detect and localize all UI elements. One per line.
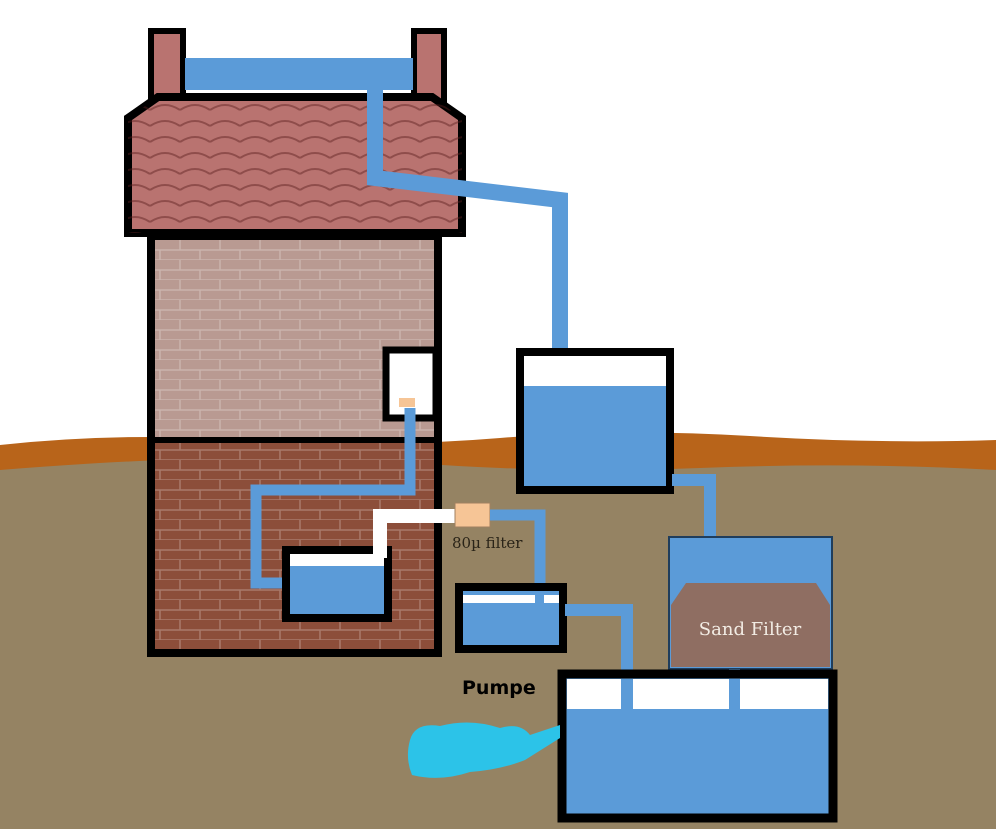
filter-80micron: [454, 502, 491, 528]
building-outline: [147, 232, 442, 657]
supply-pipe-white: [373, 509, 456, 558]
rain-tank-air: [524, 356, 666, 386]
float-valve: [399, 398, 415, 407]
indoor-pipe: [250, 408, 416, 589]
cellar-tank-air: [290, 554, 384, 566]
filter-label: 80µ filter: [452, 534, 523, 552]
pump-tank-inlet: [535, 595, 544, 603]
pump-tank-air: [463, 595, 559, 603]
indoor-small-tank: [382, 346, 440, 422]
roof-tiles: [128, 97, 462, 233]
cistern-inlet-2: [729, 679, 740, 709]
water-splash: [407, 722, 560, 778]
sand-filter-label: Sand Filter: [699, 619, 802, 640]
filter-pipe: [490, 509, 546, 600]
pump-label: Pumpe: [462, 677, 536, 699]
cistern-air: [567, 679, 828, 709]
downpipe: [367, 60, 568, 355]
cistern-inlet-1: [621, 679, 633, 709]
rain-tank-outlet: [672, 474, 716, 540]
sand-layer: [671, 583, 830, 667]
